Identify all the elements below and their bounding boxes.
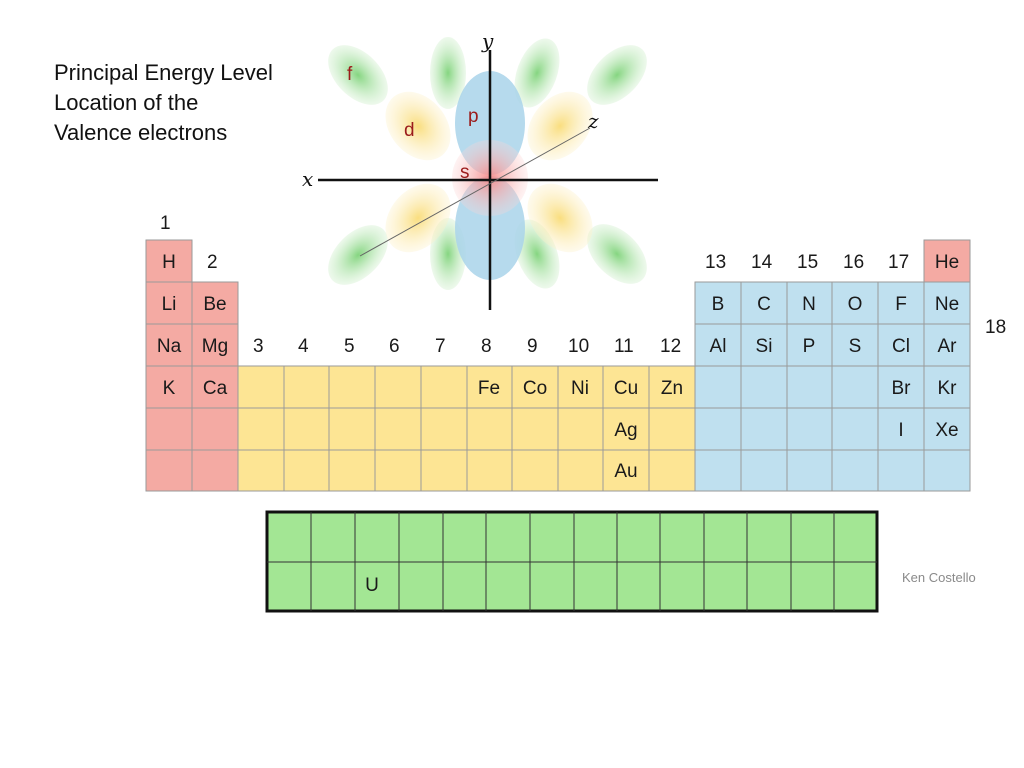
element-Br: Br xyxy=(892,378,912,399)
f-orbital-lobe xyxy=(328,225,388,285)
element-Ca: Ca xyxy=(203,378,228,399)
title-line-1: Principal Energy Level xyxy=(54,60,273,85)
f-block-grid xyxy=(267,512,877,611)
z-axis-label: z xyxy=(587,109,599,133)
group-label-15: 15 xyxy=(797,252,818,273)
group-label-13: 13 xyxy=(705,252,726,273)
group-label-12: 12 xyxy=(660,336,681,357)
element-Kr: Kr xyxy=(938,378,958,399)
element-U: U xyxy=(365,575,379,596)
d-orbital-lobe xyxy=(527,183,593,253)
f-orbital-lobe xyxy=(328,45,388,105)
group-label-16: 16 xyxy=(843,252,864,273)
group-label-3: 3 xyxy=(253,336,264,357)
group-label-14: 14 xyxy=(751,252,773,273)
f-orbital-lobe xyxy=(430,37,466,109)
d-orbital-lobe xyxy=(385,183,451,253)
element-Xe: Xe xyxy=(935,420,958,441)
p-block-group-18 xyxy=(923,281,971,492)
element-Ni: Ni xyxy=(571,378,589,399)
element-Ag: Ag xyxy=(614,420,637,441)
author-credit: Ken Costello xyxy=(902,570,976,585)
element-Fe: Fe xyxy=(478,378,500,399)
p-block xyxy=(694,281,925,492)
f-orbital-label: f xyxy=(347,64,353,85)
element-C: C xyxy=(757,294,771,315)
element-Al: Al xyxy=(710,336,727,357)
orbital-diagram: x y z f d p s xyxy=(302,29,658,310)
element-F: F xyxy=(895,294,907,315)
element-S: S xyxy=(849,336,862,357)
group-label-7: 7 xyxy=(435,336,446,357)
d-orbital-lobe xyxy=(527,91,593,161)
element-He: He xyxy=(935,252,959,273)
group-label-4: 4 xyxy=(298,336,309,357)
element-Si: Si xyxy=(756,336,773,357)
d-orbital-label: d xyxy=(404,120,415,141)
title-line-3: Valence electrons xyxy=(54,120,228,145)
element-Be: Be xyxy=(203,294,226,315)
element-P: P xyxy=(803,336,816,357)
element-Ne: Ne xyxy=(935,294,959,315)
element-I: I xyxy=(898,420,903,441)
s-block-group-2 xyxy=(191,281,239,492)
element-Ar: Ar xyxy=(938,336,958,357)
group-label-10: 10 xyxy=(568,336,589,357)
group-label-1: 1 xyxy=(160,213,171,234)
group-label-5: 5 xyxy=(344,336,355,357)
group-label-2: 2 xyxy=(207,252,218,273)
table-grid xyxy=(146,281,970,491)
element-Mg: Mg xyxy=(202,336,228,357)
element-N: N xyxy=(802,294,816,315)
element-Cu: Cu xyxy=(614,378,638,399)
title-line-2: Location of the xyxy=(54,90,199,115)
f-block-table: U xyxy=(265,510,879,613)
p-orbital-label: p xyxy=(468,106,479,127)
d-orbital-lobe xyxy=(385,91,451,161)
element-Zn: Zn xyxy=(661,378,683,399)
element-O: O xyxy=(848,294,863,315)
periodic-table: 1 2 3 4 5 6 7 8 9 10 11 12 13 14 15 16 1… xyxy=(145,213,1006,492)
f-orbital-lobe xyxy=(514,38,560,108)
f-orbital-lobe xyxy=(587,45,647,105)
element-Co: Co xyxy=(523,378,547,399)
group-label-8: 8 xyxy=(481,336,492,357)
element-K: K xyxy=(163,378,176,399)
group-label-9: 9 xyxy=(527,336,538,357)
group-label-18: 18 xyxy=(985,317,1006,338)
group-label-17: 17 xyxy=(888,252,909,273)
group-label-11: 11 xyxy=(614,336,634,357)
group-label-6: 6 xyxy=(389,336,400,357)
element-Li: Li xyxy=(162,294,177,315)
element-Na: Na xyxy=(157,336,182,357)
x-axis-label: x xyxy=(302,167,313,191)
z-axis-line xyxy=(359,127,591,257)
element-Au: Au xyxy=(614,461,637,482)
f-orbital-lobe xyxy=(587,224,647,284)
element-H: H xyxy=(162,252,176,273)
element-Cl: Cl xyxy=(892,336,910,357)
slide-title: Principal Energy Level Location of the V… xyxy=(54,58,273,148)
element-B: B xyxy=(712,294,725,315)
s-orbital-label: s xyxy=(460,162,470,183)
y-axis-label: y xyxy=(481,29,494,53)
helium-cell xyxy=(923,239,971,283)
